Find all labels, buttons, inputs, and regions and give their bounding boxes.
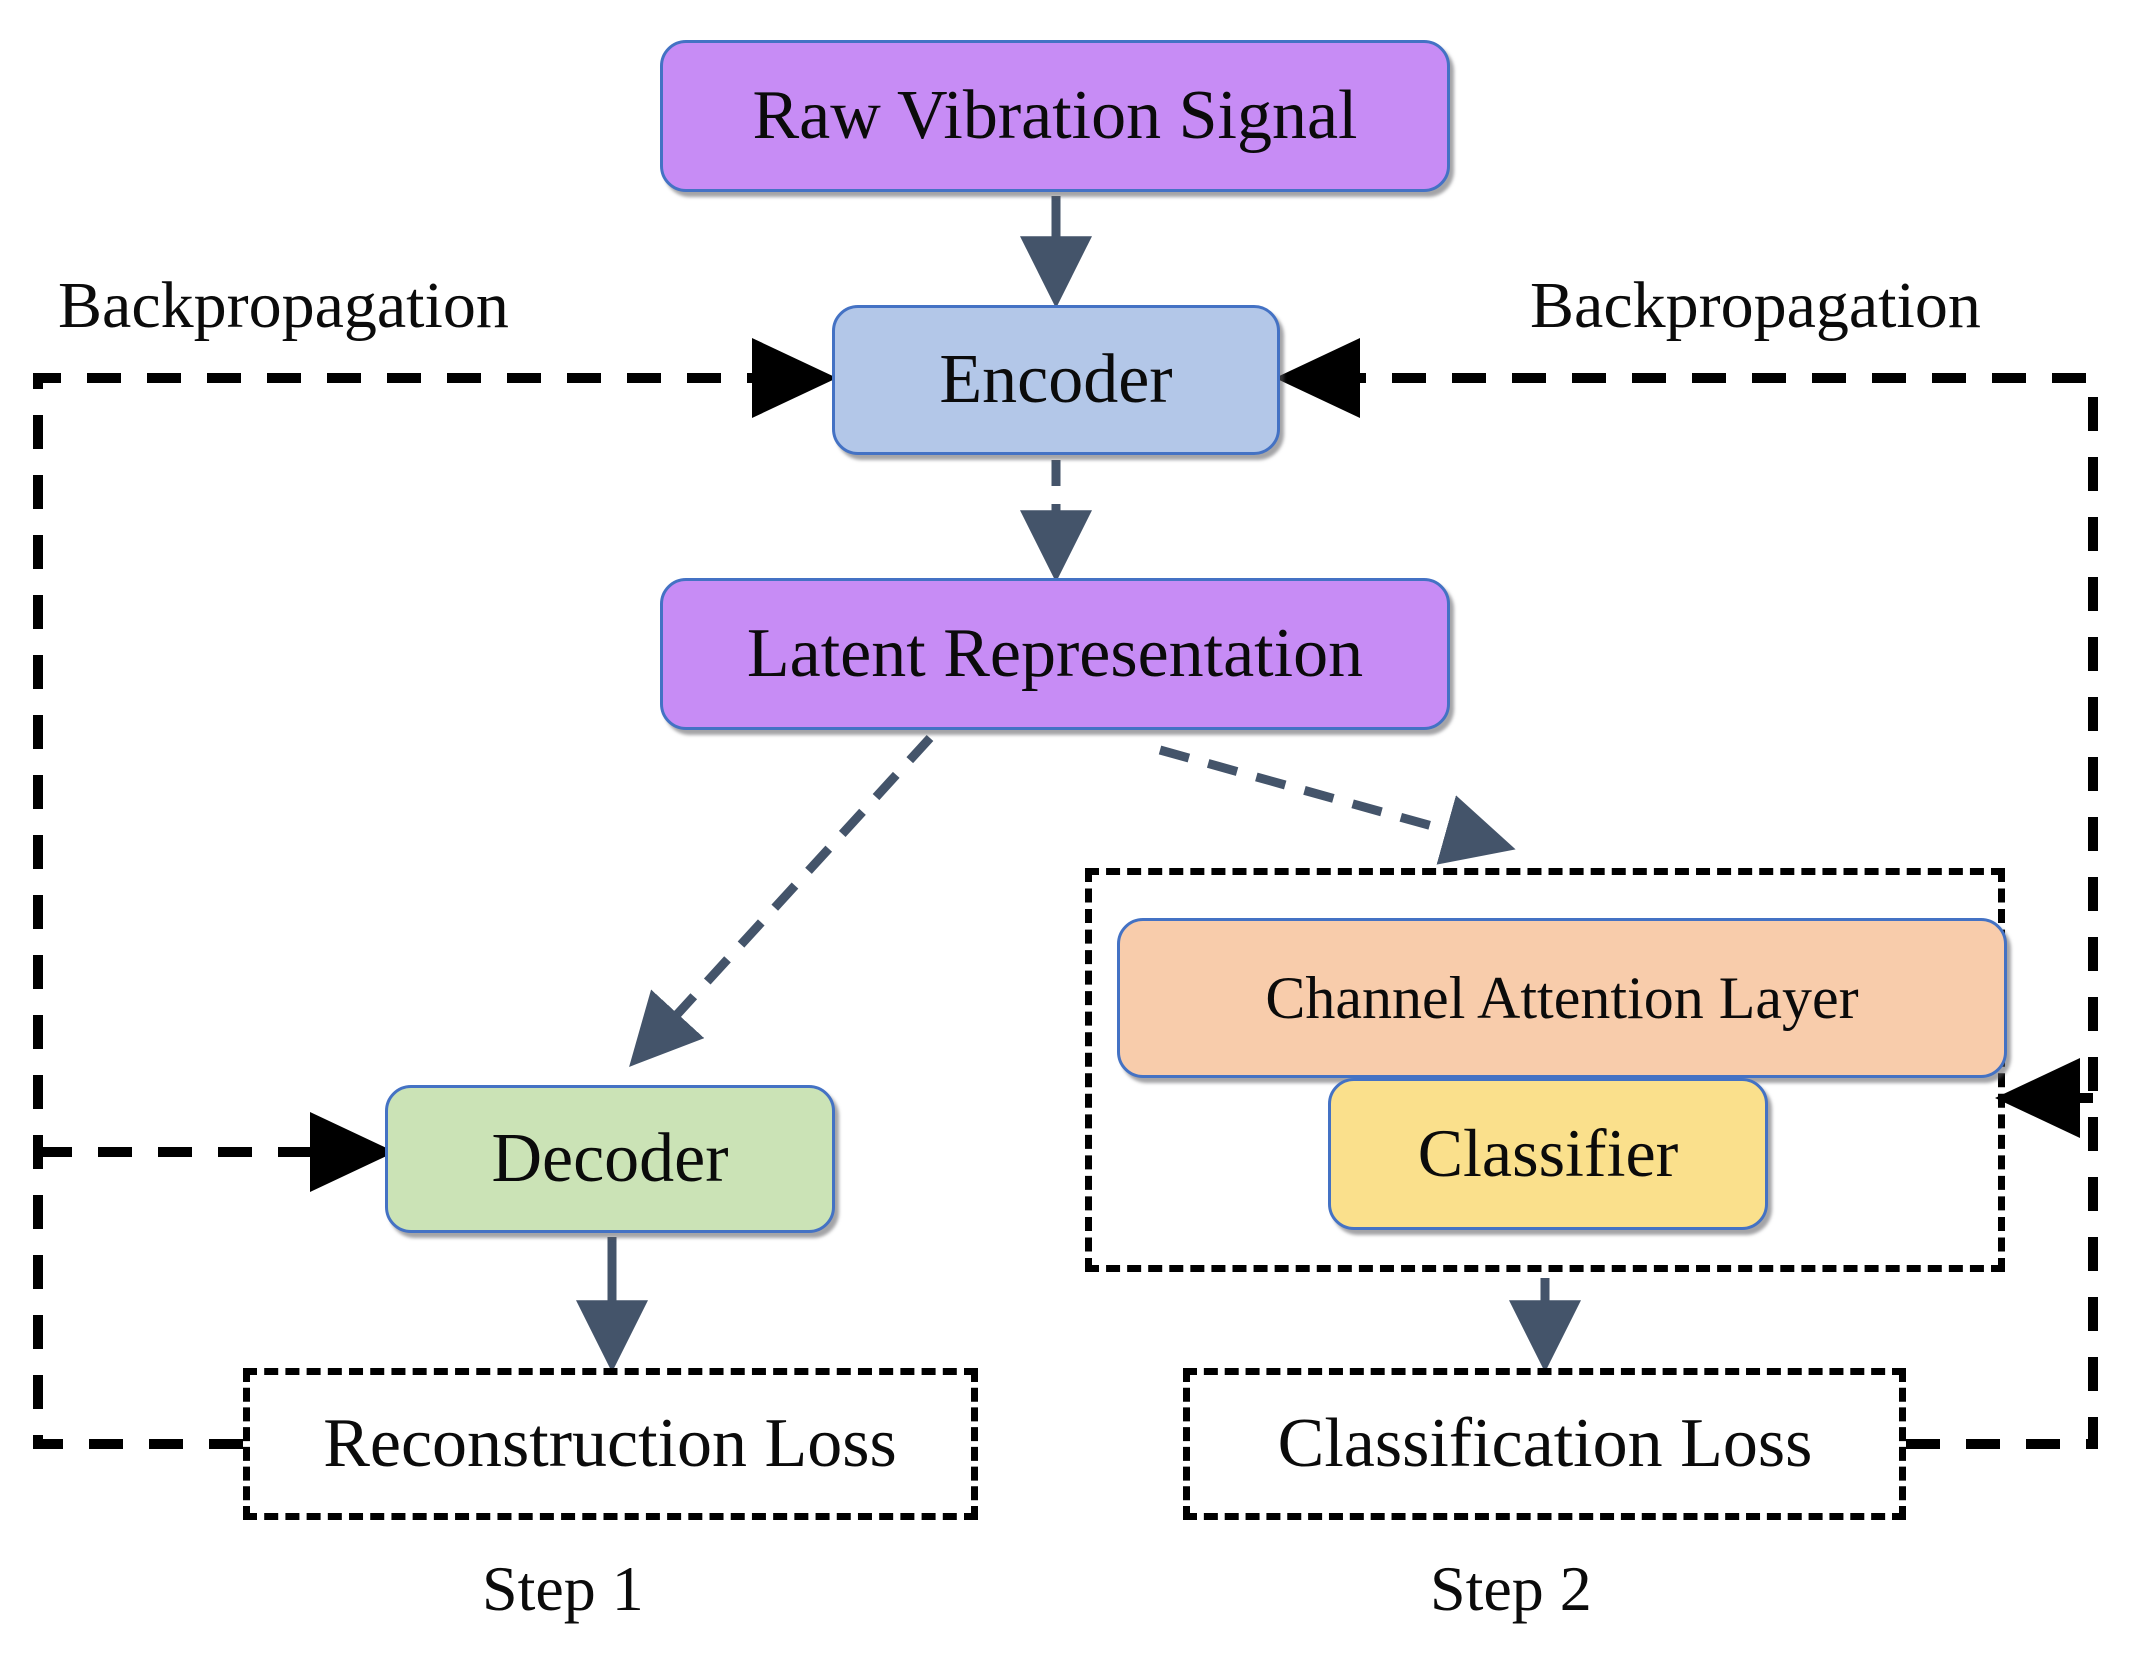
node-latent-representation[interactable]: Latent Representation xyxy=(660,578,1450,730)
label-step-2: Step 2 xyxy=(1430,1553,1592,1624)
label-step-1: Step 1 xyxy=(482,1553,644,1624)
node-classifier[interactable]: Classifier xyxy=(1328,1078,1768,1230)
node-raw-vibration-signal[interactable]: Raw Vibration Signal xyxy=(660,40,1450,192)
label-classification-loss: Classification Loss xyxy=(1205,1386,1885,1502)
label-reconstruction-loss: Reconstruction Loss xyxy=(265,1386,955,1502)
label-backpropagation-left: Backpropagation xyxy=(58,269,509,342)
edge-backprop-left-to-encoder xyxy=(33,338,837,1449)
edge-latent-to-step2 xyxy=(1158,745,1516,865)
node-encoder[interactable]: Encoder xyxy=(832,305,1280,455)
label-backpropagation-right: Backpropagation xyxy=(1530,269,1981,342)
node-decoder[interactable]: Decoder xyxy=(385,1085,835,1233)
edge-latent-to-decoder xyxy=(629,734,934,1067)
node-channel-attention-layer[interactable]: Channel Attention Layer xyxy=(1117,918,2007,1078)
